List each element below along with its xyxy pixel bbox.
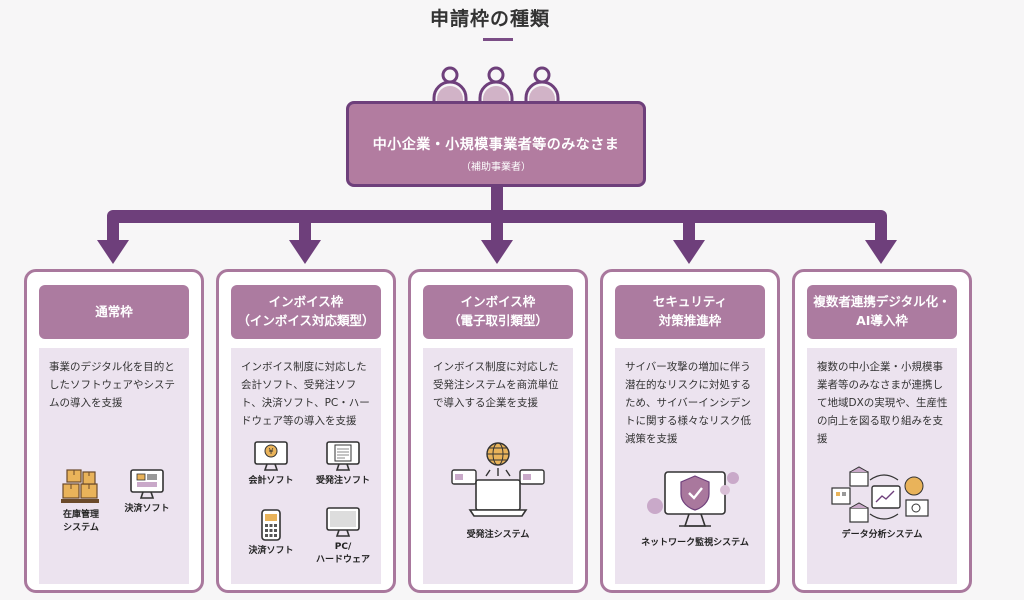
root-sublabel: （補助事業者） [461, 162, 531, 173]
card-title: 通常枠 [39, 285, 189, 339]
card-title-line: 対策推進枠 [658, 313, 722, 328]
card-body: インボイス制度に対応した受発注システムを商流単位で導入する企業を支援 受発注シス… [423, 348, 573, 584]
root-label: 中小企業・小規模事業者等のみなさま [372, 137, 620, 153]
order-monitor-icon [326, 441, 360, 471]
network-laptop-icon [451, 442, 545, 517]
card-description: 事業のデジタル化を目的としたソフトウェアやシステムの導入を支援 [49, 361, 175, 409]
page-title: 申請枠の種類 [429, 8, 550, 30]
card-invoice-basic: インボイス枠 （インボイス対応類型） インボイス制度に対応した会計ソフト、受発注… [216, 269, 396, 593]
icon-label: PC/ ハードウェア [315, 542, 370, 565]
card-security: セキュリティ 対策推進枠 サイバー攻撃の増加に伴う潜在的なリスクに対処するため、… [600, 269, 780, 593]
svg-text:¥: ¥ [268, 447, 273, 456]
pc-monitor-icon [326, 507, 360, 537]
icon-label: ネットワーク監視システム [641, 538, 749, 548]
card-title: インボイス枠 （インボイス対応類型） [231, 285, 381, 339]
shield-monitor-icon [647, 471, 739, 527]
icon-label: 受発注ソフト [315, 476, 370, 486]
card-title-line: セキュリティ [652, 294, 728, 310]
card-title-line: インボイス枠 [460, 294, 536, 310]
payment-terminal-icon [261, 509, 281, 541]
card-description: サイバー攻撃の増加に伴う潜在的なリスクに対処するため、サイバーインシデントに関す… [625, 361, 751, 445]
title-underline [483, 38, 513, 41]
card-title-line: （インボイス対応類型） [237, 313, 375, 328]
card-description: インボイス制度に対応した会計ソフト、受発注ソフト、決済ソフト、PC・ハードウェア… [241, 361, 370, 427]
card-description: インボイス制度に対応した受発注システムを商流単位で導入する企業を支援 [433, 361, 559, 409]
accounting-item: ¥ 会計ソフト [241, 440, 301, 488]
data-analysis-icon [831, 466, 929, 523]
icon-label: 決済ソフト [124, 504, 170, 514]
card-body: 複数の中小企業・小規模事業者等のみなさまが連携して地域DXの実現や、生産性の向上… [807, 348, 957, 584]
ordering-system-item: 受発注システム [443, 440, 553, 542]
card-body: インボイス制度に対応した会計ソフト、受発注ソフト、決済ソフト、PC・ハードウェア… [231, 348, 381, 584]
icon-label: データ分析システム [841, 530, 923, 540]
root-node: 中小企業・小規模事業者等のみなさま （補助事業者） [346, 101, 646, 187]
icon-label: 決済ソフト [248, 546, 294, 556]
card-body: 事業のデジタル化を目的としたソフトウェアやシステムの導入を支援 在庫管理 システ… [39, 348, 189, 584]
pc-item: PC/ ハードウェア [311, 506, 375, 567]
boxes-icon [61, 469, 99, 503]
order-item: 受発注ソフト [311, 440, 375, 488]
card-title-line: インボイス枠 [268, 294, 344, 310]
card-description: 複数の中小企業・小規模事業者等のみなさまが連携して地域DXの実現や、生産性の向上… [817, 361, 948, 445]
card-title-line: 通常枠 [95, 303, 133, 319]
card-title-line: 複数者連携デジタル化・ [813, 294, 951, 310]
accounting-monitor-icon: ¥ [254, 441, 288, 471]
card-body: サイバー攻撃の増加に伴う潜在的なリスクに対処するため、サイバーインシデントに関す… [615, 348, 765, 584]
payment-item: 決済ソフト [117, 468, 177, 516]
monitor-app-icon [130, 469, 164, 499]
data-analysis-item: データ分析システム [822, 466, 942, 542]
card-title-line: （電子取引類型） [447, 313, 548, 328]
card-title-line: AI導入枠 [856, 313, 908, 328]
card-normal: 通常枠 事業のデジタル化を目的としたソフトウェアやシステムの導入を支援 在庫管理… [24, 269, 204, 593]
network-monitoring-item: ネットワーク監視システム [630, 466, 760, 550]
icon-label: 受発注システム [466, 530, 530, 540]
card-title: 複数者連携デジタル化・ AI導入枠 [807, 285, 957, 339]
payment-terminal-item: 決済ソフト [241, 508, 301, 558]
card-invoice-electronic: インボイス枠 （電子取引類型） インボイス制度に対応した受発注システムを商流単位… [408, 269, 588, 593]
icon-label: 会計ソフト [248, 476, 294, 486]
card-title: インボイス枠 （電子取引類型） [423, 285, 573, 339]
icon-label: 在庫管理 システム [62, 510, 99, 533]
card-multi-digital: 複数者連携デジタル化・ AI導入枠 複数の中小企業・小規模事業者等のみなさまが連… [792, 269, 972, 593]
inventory-item: 在庫管理 システム [51, 466, 111, 535]
card-title: セキュリティ 対策推進枠 [615, 285, 765, 339]
